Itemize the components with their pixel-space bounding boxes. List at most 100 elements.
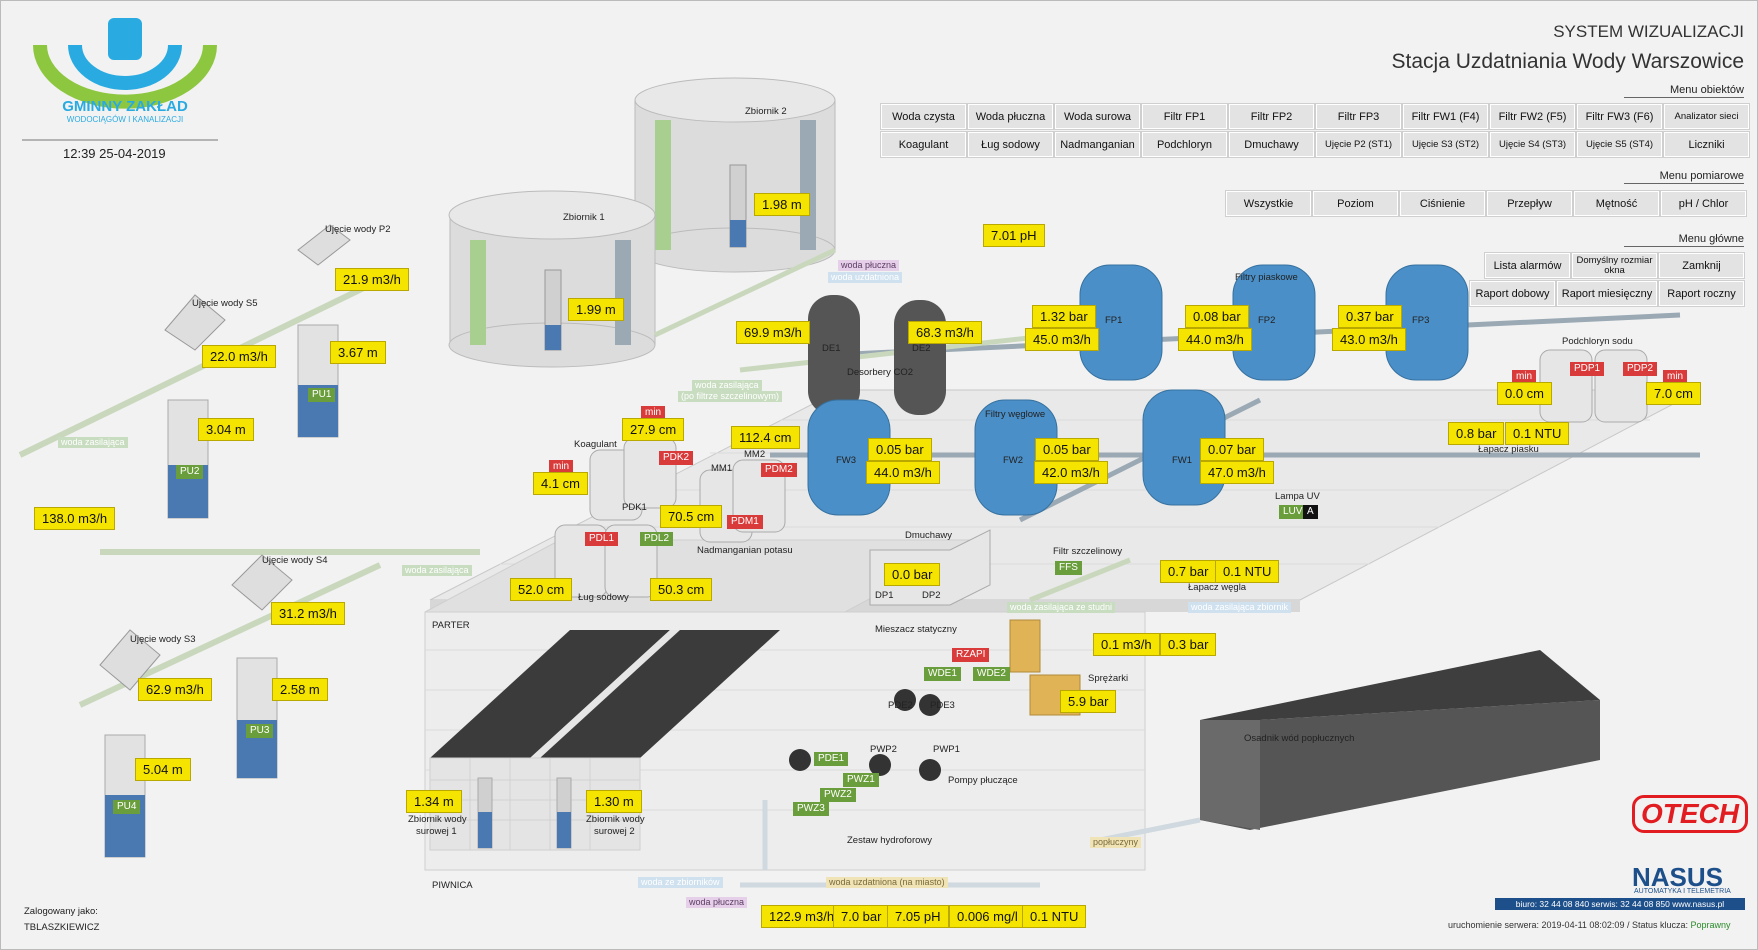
raport-roczny-button[interactable]: Raport roczny <box>1659 281 1744 306</box>
fp2-pressure[interactable]: 0.08 bar <box>1185 305 1249 328</box>
s5-flow[interactable]: 22.0 m3/h <box>202 345 276 368</box>
obiekt-row1-button-5[interactable]: Filtr FP3 <box>1316 104 1401 129</box>
fp3-flow[interactable]: 43.0 m3/h <box>1332 328 1406 351</box>
obiekt-row1-button-2[interactable]: Woda surowa <box>1055 104 1140 129</box>
pomiar-button-2[interactable]: Ciśnienie <box>1400 191 1485 216</box>
z1-level[interactable]: 1.99 m <box>568 298 624 321</box>
koagulant-level[interactable]: 27.9 cm <box>622 418 685 441</box>
out-flow[interactable]: 122.9 m3/h <box>761 905 843 928</box>
podchl1-level[interactable]: 0.0 cm <box>1497 382 1553 405</box>
mieszacz-flow[interactable]: 0.1 m3/h <box>1093 633 1160 656</box>
lug2-level[interactable]: 50.3 cm <box>650 578 713 601</box>
rzapi-tag[interactable]: RZAPI <box>952 648 990 662</box>
obiekt-row2-button-7[interactable]: Ujęcie S4 (ST3) <box>1490 132 1575 157</box>
pwz3-tag[interactable]: PWZ3 <box>793 802 829 816</box>
pde1-tag[interactable]: PDE1 <box>814 752 849 766</box>
pomiar-button-1[interactable]: Poziom <box>1313 191 1398 216</box>
koagulant2-level[interactable]: 4.1 cm <box>533 472 589 495</box>
pdl1-tag[interactable]: PDL1 <box>585 532 619 546</box>
podchl2-level[interactable]: 7.0 cm <box>1646 382 1702 405</box>
de2-flow[interactable]: 68.3 m3/h <box>908 321 982 344</box>
pdp2-tag[interactable]: PDP2 <box>1623 362 1658 376</box>
wde2-tag[interactable]: WDE2 <box>973 667 1010 681</box>
pu4-tag[interactable]: PU4 <box>113 800 141 814</box>
lapacz-piasku-ntu[interactable]: 0.1 NTU <box>1505 422 1570 445</box>
luv-tag[interactable]: LUV <box>1279 505 1307 519</box>
uv-a-tag[interactable]: A <box>1303 505 1318 519</box>
obiekt-row1-button-7[interactable]: Filtr FW2 (F5) <box>1490 104 1575 129</box>
obiekt-row2-button-3[interactable]: Podchloryn <box>1142 132 1227 157</box>
fw1-flow[interactable]: 47.0 m3/h <box>1200 461 1274 484</box>
pu1-tag[interactable]: PU1 <box>308 388 336 402</box>
obiekt-row1-button-0[interactable]: Woda czysta <box>881 104 966 129</box>
s5-level[interactable]: 3.04 m <box>198 418 254 441</box>
zws2-level[interactable]: 1.30 m <box>586 790 642 813</box>
s4-level[interactable]: 2.58 m <box>272 678 328 701</box>
pu2-tag[interactable]: PU2 <box>176 465 204 479</box>
pomiar-button-0[interactable]: Wszystkie <box>1226 191 1311 216</box>
lug1-level[interactable]: 52.0 cm <box>510 578 573 601</box>
dmuchawy-pressure[interactable]: 0.0 bar <box>884 563 941 586</box>
obiekt-row2-button-2[interactable]: Nadmanganian <box>1055 132 1140 157</box>
fp1-pressure[interactable]: 1.32 bar <box>1032 305 1096 328</box>
domyslny-rozmiar-button[interactable]: Domyślny rozmiar okna <box>1572 253 1657 278</box>
s3-flow[interactable]: 62.9 m3/h <box>138 678 212 701</box>
s3-level[interactable]: 5.04 m <box>135 758 191 781</box>
obiekt-row2-button-0[interactable]: Koagulant <box>881 132 966 157</box>
lista-alarmow-button[interactable]: Lista alarmów <box>1485 253 1570 278</box>
total-flow[interactable]: 138.0 m3/h <box>34 507 116 530</box>
fp3-pressure[interactable]: 0.37 bar <box>1338 305 1402 328</box>
zws1-level[interactable]: 1.34 m <box>406 790 462 813</box>
obiekt-row2-button-5[interactable]: Ujęcie P2 (ST1) <box>1316 132 1401 157</box>
fw1-pressure[interactable]: 0.07 bar <box>1200 438 1264 461</box>
out-chlor[interactable]: 0.006 mg/l <box>949 905 1026 928</box>
fw3-pressure[interactable]: 0.05 bar <box>868 438 932 461</box>
p2-level[interactable]: 3.67 m <box>330 341 386 364</box>
mieszacz-pressure[interactable]: 0.3 bar <box>1160 633 1217 656</box>
obiekt-row2-button-8[interactable]: Ujęcie S5 (ST4) <box>1577 132 1662 157</box>
pomiar-button-3[interactable]: Przepływ <box>1487 191 1572 216</box>
obiekt-row1-button-9[interactable]: Analizator sieci <box>1664 104 1749 129</box>
de1-flow[interactable]: 69.9 m3/h <box>736 321 810 344</box>
pomiar-button-5[interactable]: pH / Chlor <box>1661 191 1746 216</box>
obiekt-row1-button-3[interactable]: Filtr FP1 <box>1142 104 1227 129</box>
fw2-flow[interactable]: 42.0 m3/h <box>1034 461 1108 484</box>
out-pressure[interactable]: 7.0 bar <box>833 905 890 928</box>
obiekt-row1-button-4[interactable]: Filtr FP2 <box>1229 104 1314 129</box>
fw2-pressure[interactable]: 0.05 bar <box>1035 438 1099 461</box>
out-ph[interactable]: 7.05 pH <box>887 905 949 928</box>
pwz2-tag[interactable]: PWZ2 <box>820 788 856 802</box>
fp2-flow[interactable]: 44.0 m3/h <box>1178 328 1252 351</box>
lapacz-wegla-ntu[interactable]: 0.1 NTU <box>1215 560 1280 583</box>
pwz1-tag[interactable]: PWZ1 <box>843 773 879 787</box>
mm2-level[interactable]: 70.5 cm <box>660 505 723 528</box>
pu3-tag[interactable]: PU3 <box>246 724 274 738</box>
pomiar-button-4[interactable]: Mętność <box>1574 191 1659 216</box>
wde1-tag[interactable]: WDE1 <box>924 667 961 681</box>
pdl2-tag[interactable]: PDL2 <box>640 532 674 546</box>
fw3-flow[interactable]: 44.0 m3/h <box>866 461 940 484</box>
ph-main[interactable]: 7.01 pH <box>983 224 1045 247</box>
p2-flow[interactable]: 21.9 m3/h <box>335 268 409 291</box>
raport-miesieczny-button[interactable]: Raport miesięczny <box>1557 281 1657 306</box>
fp1-flow[interactable]: 45.0 m3/h <box>1025 328 1099 351</box>
obiekt-row2-button-1[interactable]: Ług sodowy <box>968 132 1053 157</box>
zamknij-button[interactable]: Zamknij <box>1659 253 1744 278</box>
mm-level[interactable]: 112.4 cm <box>731 426 800 449</box>
lapacz-wegla-pressure[interactable]: 0.7 bar <box>1160 560 1217 583</box>
obiekt-row1-button-8[interactable]: Filtr FW3 (F6) <box>1577 104 1662 129</box>
obiekt-row2-button-4[interactable]: Dmuchawy <box>1229 132 1314 157</box>
sprezarki-pressure[interactable]: 5.9 bar <box>1060 690 1117 713</box>
pdm1-tag[interactable]: PDM1 <box>727 515 763 529</box>
lapacz-piasku-pressure[interactable]: 0.8 bar <box>1448 422 1505 445</box>
out-ntu[interactable]: 0.1 NTU <box>1022 905 1087 928</box>
obiekt-row1-button-1[interactable]: Woda płuczna <box>968 104 1053 129</box>
obiekt-row2-button-6[interactable]: Ujęcie S3 (ST2) <box>1403 132 1488 157</box>
raport-dobowy-button[interactable]: Raport dobowy <box>1470 281 1555 306</box>
z2-level[interactable]: 1.98 m <box>754 193 810 216</box>
obiekt-row1-button-6[interactable]: Filtr FW1 (F4) <box>1403 104 1488 129</box>
pdm2-tag[interactable]: PDM2 <box>761 463 797 477</box>
ffs-tag[interactable]: FFS <box>1055 561 1082 575</box>
pdk2-tag[interactable]: PDK2 <box>659 451 694 465</box>
pdp1-tag[interactable]: PDP1 <box>1570 362 1605 376</box>
